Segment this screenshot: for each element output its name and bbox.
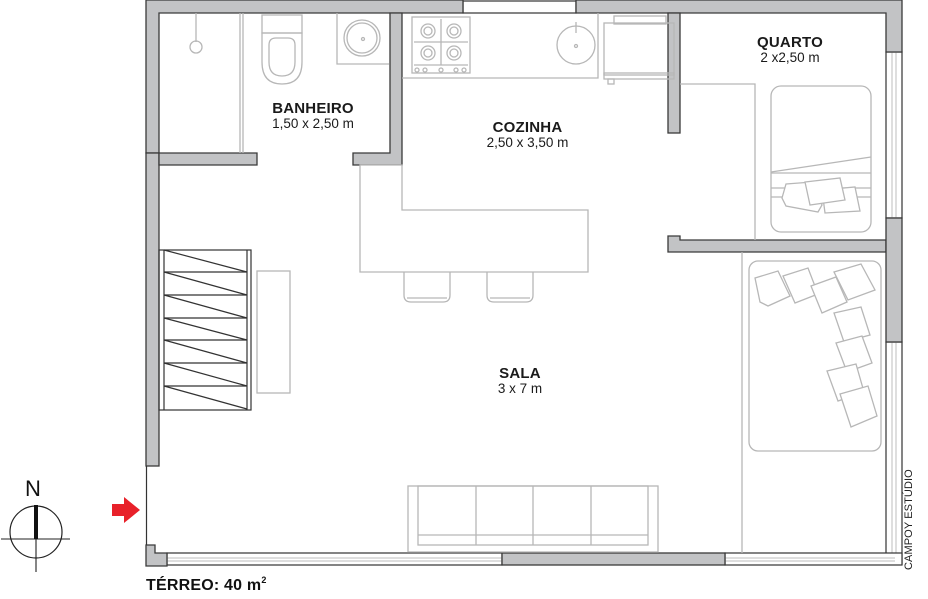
kitchen-counter: [402, 13, 599, 79]
floor-area-unit-superscript: 2: [261, 575, 267, 585]
north-compass-icon: [1, 505, 70, 572]
room-name: COZINHA: [492, 119, 563, 136]
toilet: [261, 14, 303, 85]
stove: [411, 16, 471, 74]
kitchen-island: [359, 164, 589, 273]
staircase: [158, 249, 252, 411]
credit-label: CAMPOY ESTÚDIO: [903, 469, 915, 570]
room-name: SALA: [499, 365, 541, 382]
refrigerator: [603, 15, 675, 85]
shower: [189, 13, 244, 153]
window-bottom-right: [724, 552, 903, 566]
room-dimensions: 1,50 x 2,50 m: [272, 116, 354, 131]
wardrobe: [680, 83, 756, 240]
window-right-sala: [885, 341, 903, 565]
entrance-arrow-icon: [112, 497, 140, 523]
room-label-quarto: QUARTO 2 x2,50 m: [740, 35, 840, 65]
walls: [145, 0, 903, 567]
cushions: [754, 263, 878, 428]
room-name: BANHEIRO: [272, 100, 354, 117]
room-label-cozinha: COZINHA 2,50 x 3,50 m: [470, 120, 585, 150]
room-label-banheiro: BANHEIRO 1,50 x 2,50 m: [258, 101, 368, 131]
washbasin: [336, 13, 389, 65]
room-name: QUARTO: [757, 34, 823, 51]
window-right-quarto: [885, 51, 903, 219]
bar-stool: [403, 272, 451, 303]
sofa-bed: [741, 252, 882, 553]
window-bottom-left: [166, 552, 503, 566]
north-label: N: [25, 476, 41, 501]
room-dimensions: 2,50 x 3,50 m: [486, 135, 569, 150]
room-dimensions: 2 x2,50 m: [760, 50, 820, 65]
shelf: [256, 270, 291, 394]
floor-area-text: TÉRREO: 40 m: [146, 577, 262, 594]
pillows: [781, 177, 861, 214]
kitchen-sink: [556, 22, 596, 65]
room-label-sala: SALA 3 x 7 m: [480, 366, 560, 396]
window-top-kitchen: [462, 0, 577, 14]
room-dimensions: 3 x 7 m: [497, 381, 543, 396]
bar-stool: [486, 272, 534, 303]
floor-area-title: TÉRREO: 40 m2: [146, 575, 267, 595]
sofa: [407, 485, 659, 553]
